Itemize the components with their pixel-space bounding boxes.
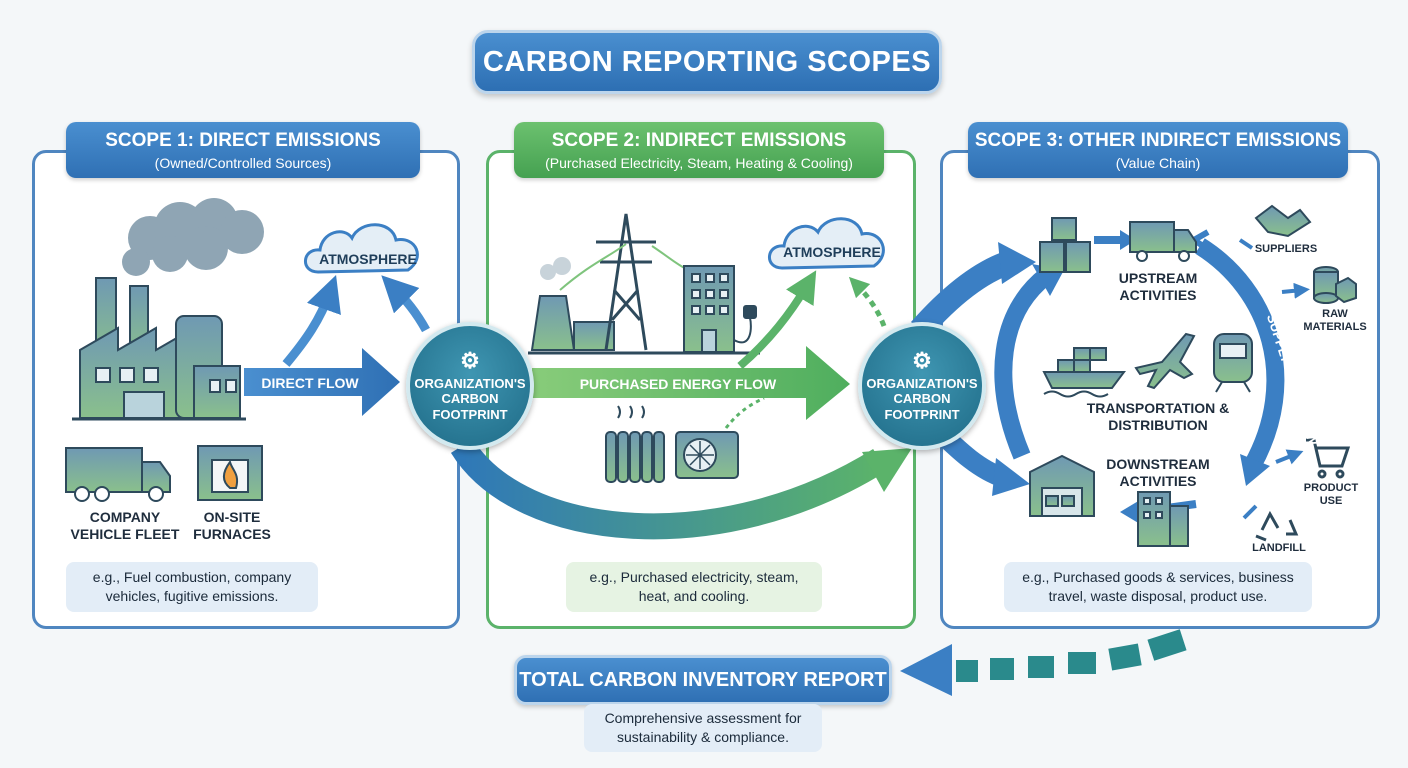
- upstream-line2: ACTIVITIES: [1119, 286, 1197, 303]
- fleet-label-line1: COMPANY: [89, 509, 161, 525]
- footprint-circle-2: ⚙ ORGANIZATION'S CARBON FOOTPRINT: [858, 322, 986, 450]
- transport-line2: DISTRIBUTION: [1108, 416, 1208, 433]
- handshake-icon: [1254, 204, 1312, 238]
- product-use-label: PRODUCT USE: [1296, 482, 1366, 508]
- boxes-icon: [1039, 217, 1091, 273]
- cargo-ship-icon: [1042, 347, 1126, 398]
- radiator-icon: [605, 405, 665, 483]
- scope2-atmosphere-label: ATMOSPHERE: [783, 244, 881, 260]
- scope1-heading: SCOPE 1: DIRECT EMISSIONS (Owned/Control…: [66, 122, 420, 178]
- product-line1: PRODUCT: [1303, 482, 1359, 494]
- footprint2-line3: FOOTPRINT: [884, 406, 960, 422]
- atmosphere-cloud-icon-2: [768, 217, 885, 270]
- raw-materials-label: RAW MATERIALS: [1300, 308, 1370, 334]
- scope2-title: SCOPE 2: INDIRECT EMISSIONS: [551, 129, 847, 151]
- furnaces-label-line2: FURNACES: [193, 525, 271, 542]
- footprint2-line2: CARBON: [893, 391, 951, 407]
- scope3-note: e.g., Purchased goods & services, busine…: [1004, 562, 1312, 612]
- product-line2: USE: [1319, 495, 1343, 508]
- direct-flow-label: DIRECT FLOW: [261, 375, 359, 391]
- return-dashed-arrow: [900, 629, 1187, 696]
- furnaces-label: ON-SITE FURNACES: [190, 509, 274, 543]
- scope2-note: e.g., Purchased electricity, steam, heat…: [566, 562, 822, 612]
- scope2-heading: SCOPE 2: INDIRECT EMISSIONS (Purchased E…: [514, 122, 884, 178]
- raw-line1: RAW: [1322, 308, 1348, 320]
- air-conditioner-icon: [675, 431, 739, 479]
- purchased-energy-flow-label: PURCHASED ENERGY FLOW: [579, 376, 777, 392]
- smoke-cloud-icon: [122, 198, 264, 276]
- airplane-icon: [1134, 332, 1196, 390]
- downstream-building-icon: [1137, 491, 1189, 547]
- furnace-icon: [197, 445, 263, 501]
- downstream-line1: DOWNSTREAM: [1106, 456, 1210, 472]
- transport-label: TRANSPORTATION & DISTRIBUTION: [1070, 400, 1246, 434]
- scope1-title: SCOPE 1: DIRECT EMISSIONS: [105, 129, 381, 151]
- fleet-label-line2: VEHICLE FLEET: [70, 525, 180, 542]
- downstream-line2: ACTIVITIES: [1119, 472, 1197, 489]
- scope1-subtitle: (Owned/Controlled Sources): [154, 154, 332, 171]
- gear-icon: ⚙: [912, 347, 932, 373]
- upstream-line1: UPSTREAM: [1118, 270, 1198, 286]
- gear-icon: ⚙: [460, 347, 480, 373]
- scope3-subtitle: (Value Chain): [1115, 154, 1201, 171]
- power-pylon-icon: [559, 213, 689, 351]
- page-title: CARBON REPORTING SCOPES: [472, 30, 942, 94]
- shopping-cart-icon: [1306, 438, 1351, 479]
- suppliers-label: SUPPLIERS: [1254, 243, 1318, 255]
- recycle-icon: [1255, 510, 1299, 542]
- raw-line2: MATERIALS: [1303, 321, 1367, 334]
- footprint-circle-1: ⚙ ORGANIZATION'S CARBON FOOTPRINT: [406, 322, 534, 450]
- scope1-note: e.g., Fuel combustion, company vehicles,…: [66, 562, 318, 612]
- furnaces-label-line1: ON-SITE: [203, 509, 261, 525]
- factory-icon: [72, 277, 246, 421]
- scope3-heading: SCOPE 3: OTHER INDIRECT EMISSIONS (Value…: [968, 122, 1348, 178]
- scope2-subtitle: (Purchased Electricity, Steam, Heating &…: [545, 154, 853, 171]
- footprint1-line3: FOOTPRINT: [432, 406, 508, 422]
- warehouse-icon: [1029, 454, 1095, 517]
- train-icon: [1213, 333, 1253, 393]
- atmosphere-cloud-icon-1: [304, 223, 419, 274]
- upstream-label: UPSTREAM ACTIVITIES: [1100, 270, 1216, 304]
- downstream-label: DOWNSTREAM ACTIVITIES: [1096, 456, 1220, 490]
- footprint1-line1: ORGANIZATION'S: [414, 375, 526, 391]
- power-plant-icon: [530, 257, 615, 351]
- landfill-label: LANDFILL: [1252, 542, 1306, 554]
- scope1-atmosphere-label: ATMOSPHERE: [319, 251, 417, 267]
- delivery-truck-icon: [1129, 221, 1197, 262]
- raw-materials-icon: [1313, 266, 1357, 304]
- office-building-icon: [683, 265, 757, 353]
- footprint1-line2: CARBON: [441, 391, 499, 407]
- total-inventory-heading: TOTAL CARBON INVENTORY REPORT: [514, 655, 892, 705]
- fleet-label: COMPANY VEHICLE FLEET: [62, 509, 188, 543]
- scope3-title: SCOPE 3: OTHER INDIRECT EMISSIONS: [974, 129, 1342, 151]
- footprint2-line1: ORGANIZATION'S: [866, 375, 978, 391]
- truck-icon: [65, 447, 171, 502]
- transport-line1: TRANSPORTATION &: [1086, 400, 1230, 416]
- total-inventory-note: Comprehensive assessment for sustainabil…: [584, 704, 822, 752]
